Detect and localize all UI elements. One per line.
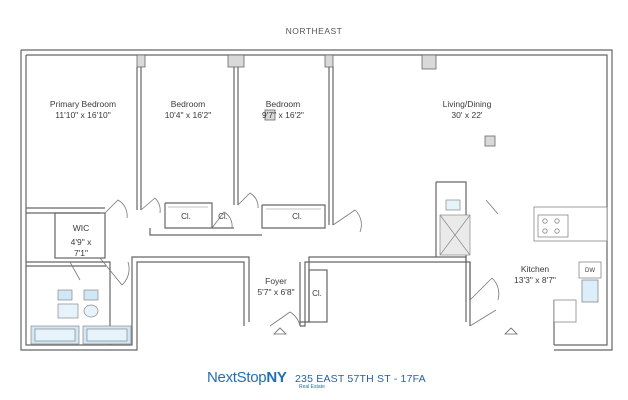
- room-bed3-size: 9'7" x 16'2": [262, 110, 304, 120]
- brand-subtitle: Real Estate: [299, 384, 325, 390]
- closet-label-3: Cl.: [292, 212, 302, 221]
- brand-logo: NextStopNY: [207, 369, 287, 386]
- bath-fixtures: [30, 199, 471, 345]
- room-labels: Primary Bedroom 11'10" x 16'10" Bedroom …: [50, 99, 595, 298]
- entry-markers: [273, 327, 518, 335]
- room-kitchen-size: 13'3" x 8'7": [514, 275, 556, 285]
- room-primary-size: 11'10" x 16'10": [55, 110, 110, 120]
- compass-label: NORTHEAST: [286, 26, 343, 36]
- room-bed3-name: Bedroom: [266, 99, 301, 109]
- exterior-wall: [20, 49, 613, 351]
- room-foyer-name: Foyer: [265, 276, 287, 286]
- closet-label-1: Cl.: [181, 212, 191, 221]
- room-foyer-size: 5'7" x 6'8": [257, 287, 294, 297]
- room-living-name: Living/Dining: [443, 99, 492, 109]
- room-primary-name: Primary Bedroom: [50, 99, 116, 109]
- dishwasher: [578, 261, 602, 279]
- column-living: [484, 135, 496, 147]
- interior-walls: [26, 67, 555, 345]
- room-wic-size-b: 7'1": [74, 248, 88, 258]
- room-bed2-name: Bedroom: [171, 99, 206, 109]
- brand-footer: NextStopNY Real Estate 235 EAST 57TH ST …: [207, 369, 426, 390]
- room-wic-name: WIC: [73, 223, 90, 233]
- closet-label-4: Cl.: [312, 289, 322, 298]
- door-swings: [69, 192, 500, 327]
- room-kitchen-name: Kitchen: [521, 264, 550, 274]
- closet-label-2: Cl.: [218, 212, 228, 221]
- column-bedroom: [264, 109, 276, 121]
- brand-name-light: NextStop: [207, 369, 267, 386]
- kitchen-counters: [533, 206, 608, 323]
- room-living-size: 30' x 22': [451, 110, 483, 120]
- listing-address: 235 EAST 57TH ST - 17FA: [295, 373, 426, 385]
- wall-columns: [136, 54, 496, 147]
- closet-shelves: [168, 206, 321, 210]
- room-wic-size-a: 4'9" x: [71, 237, 92, 247]
- brand-name-bold: NY: [266, 369, 287, 386]
- room-bed2-size: 10'4" x 16'2": [165, 110, 212, 120]
- dishwasher-label: DW: [585, 268, 595, 274]
